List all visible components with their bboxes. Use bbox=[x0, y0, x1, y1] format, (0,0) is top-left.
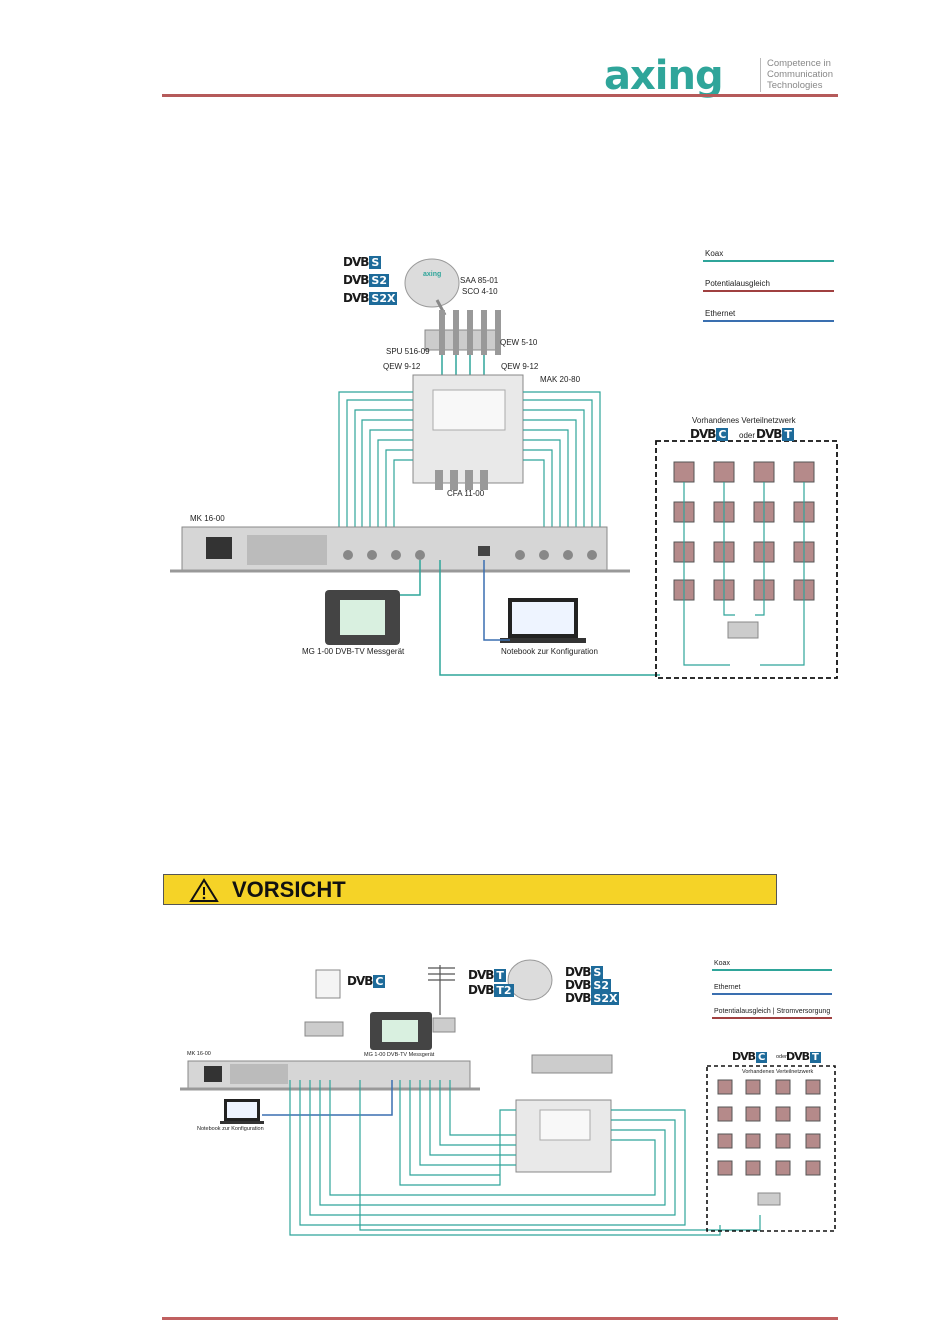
satellite-dish2-icon bbox=[507, 959, 553, 1001]
label-saa: SAA 85-01 bbox=[460, 276, 499, 285]
label2-notebook: Notebook zur Konfiguration bbox=[197, 1126, 264, 1132]
footer-rule bbox=[162, 1317, 838, 1320]
label-qew-left: QEW 9-12 bbox=[383, 362, 421, 371]
terrestrial-antenna-icon bbox=[428, 965, 455, 1015]
label-oder: oder bbox=[739, 431, 756, 440]
cable-outlet-icon bbox=[315, 969, 341, 999]
caution-banner: VORSICHT bbox=[163, 874, 777, 905]
mk-16-00-unit bbox=[170, 526, 630, 573]
splitter-cable bbox=[304, 1021, 344, 1037]
ethernet2-cable bbox=[262, 1080, 393, 1116]
caution-title: VORSICHT bbox=[232, 877, 346, 902]
label-qew-right: QEW 9-12 bbox=[501, 362, 539, 371]
logo-separator bbox=[760, 58, 761, 92]
logo-wordmark: axing bbox=[604, 53, 724, 99]
network-box bbox=[655, 440, 838, 679]
network-splitter bbox=[727, 621, 759, 639]
multiswitch-spu-516-09 bbox=[412, 374, 524, 490]
label2-oder: oder bbox=[776, 1054, 788, 1060]
legend2-ethernet-label: Ethernet bbox=[714, 984, 741, 991]
tagline-line-3: Technologies bbox=[767, 80, 823, 91]
qew2-switch bbox=[531, 1054, 613, 1074]
coax-left-bundle bbox=[338, 391, 413, 540]
header-rule bbox=[162, 94, 838, 97]
legend2-koax-label: Koax bbox=[714, 960, 730, 967]
coax-right-bundle bbox=[523, 391, 601, 540]
network2-outlets bbox=[717, 1079, 821, 1176]
legend-ethernet-label: Ethernet bbox=[705, 309, 736, 318]
ethernet-cable bbox=[483, 560, 510, 641]
coax-to-network bbox=[439, 560, 660, 676]
label-mg: MG 1-00 DVB-TV Messgerät bbox=[302, 647, 405, 656]
label-sco: SCO 4-10 bbox=[462, 287, 498, 296]
svg-text:axing: axing bbox=[423, 271, 441, 278]
legend-potential-label: Potentialausgleich bbox=[705, 279, 770, 288]
label-mak: MAK 20-80 bbox=[540, 375, 581, 384]
legend2-potential-label: Potentialausgleich | Stromversorgung bbox=[714, 1008, 831, 1015]
warning-triangle-icon bbox=[189, 878, 219, 902]
label-mk: MK 16-00 bbox=[190, 514, 225, 523]
network-coax bbox=[683, 482, 805, 666]
label-qew-5-10: QEW 5-10 bbox=[500, 338, 538, 347]
axing-logo: axing bbox=[604, 56, 754, 96]
notebook-icon bbox=[500, 598, 586, 643]
satellite-dish-icon: axing bbox=[404, 258, 460, 316]
tagline-line-2: Communication bbox=[767, 69, 833, 80]
splitter-terrestrial bbox=[432, 1017, 456, 1033]
label-notebook: Notebook zur Konfiguration bbox=[501, 647, 598, 656]
legend-koax-label: Koax bbox=[705, 249, 724, 258]
coax-to-meter bbox=[400, 560, 421, 596]
network2-box bbox=[706, 1065, 836, 1232]
tagline-line-1: Competence in bbox=[767, 58, 831, 69]
logo-tagline: Competence in Communication Technologies bbox=[767, 58, 833, 91]
label-spu: SPU 516-09 bbox=[386, 347, 430, 356]
label2-network: Vorhandenes Verteilnetzwerk bbox=[742, 1069, 814, 1075]
label-network: Vorhandenes Verteilnetzwerk bbox=[692, 416, 796, 425]
label2-mg: MG 1-00 DVB-TV Messgerät bbox=[364, 1052, 435, 1058]
label-cfa: CFA 11-00 bbox=[447, 489, 485, 498]
mg-1-00-meter-icon bbox=[325, 590, 400, 645]
coax2-bundle bbox=[289, 1080, 761, 1236]
qew-5-10-switch bbox=[424, 310, 501, 355]
label2-mk: MK 16-00 bbox=[187, 1051, 211, 1057]
network2-splitter bbox=[757, 1192, 781, 1206]
